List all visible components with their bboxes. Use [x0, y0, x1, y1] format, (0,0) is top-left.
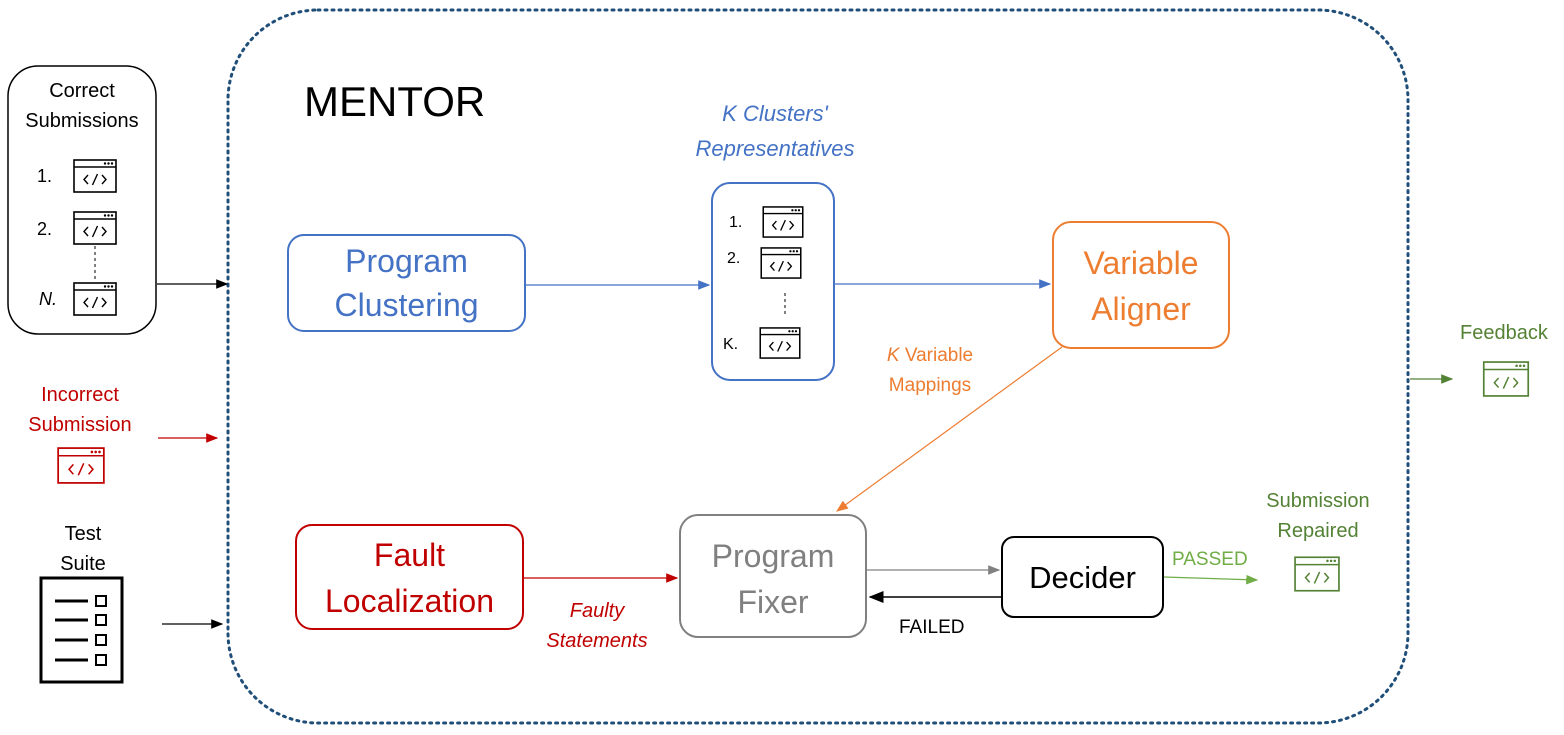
correct-submissions-box [7, 65, 157, 335]
cluster-item-2: 2. [727, 250, 741, 267]
incorrect-code-window-icon [57, 447, 105, 484]
program-clustering-box [287, 234, 526, 332]
faulty-statements-label: Faulty Statements [546, 600, 648, 652]
cluster-item-1: 1. [729, 214, 743, 231]
correct-item-1: 1. [37, 166, 53, 186]
program-fixer-box [679, 514, 867, 638]
mentor-boundary [226, 8, 1410, 725]
failed-label: FAILED [899, 617, 965, 638]
passed-arrow [1163, 574, 1259, 585]
feedback-code-window-icon [1482, 361, 1530, 397]
feedback-label: Feedback [1460, 322, 1548, 344]
fault-localization-box [295, 524, 524, 630]
repaired-code-window-icon [1294, 556, 1340, 592]
correct-submission-icons [73, 159, 117, 316]
correct-item-n: N. [39, 289, 57, 309]
variable-aligner-box [1052, 221, 1230, 349]
test-suite-label: Test Suite [60, 523, 106, 575]
code-window-icon [760, 247, 802, 279]
code-window-icon [73, 211, 117, 245]
incorrect-submission-label: Incorrect Submission [28, 384, 132, 436]
code-window-icon [762, 206, 804, 238]
passed-label: PASSED [1172, 549, 1248, 570]
code-window-icon [73, 282, 117, 316]
diagram-title: MENTOR [304, 78, 486, 125]
program-clustering-label: Program Clustering [334, 243, 479, 323]
aligner-to-fixer-arrow [836, 346, 1063, 512]
program-fixer-label: Program Fixer [711, 538, 835, 620]
checklist-icon [39, 576, 124, 684]
fault-localization-label: Fault Localization [325, 537, 494, 619]
variable-aligner-label: Variable Aligner [1083, 245, 1199, 327]
code-window-icon [73, 159, 117, 193]
cluster-item-k: K. [723, 336, 739, 353]
clusters-label: K Clusters' Representatives [695, 101, 855, 161]
decider-box [1001, 536, 1164, 618]
decider-label: Decider [1029, 560, 1136, 595]
correct-submissions-label: Correct Submissions [25, 80, 139, 132]
correct-item-2: 2. [37, 219, 53, 239]
code-window-icon [759, 327, 801, 359]
submission-repaired-label: Submission Repaired [1266, 490, 1370, 542]
